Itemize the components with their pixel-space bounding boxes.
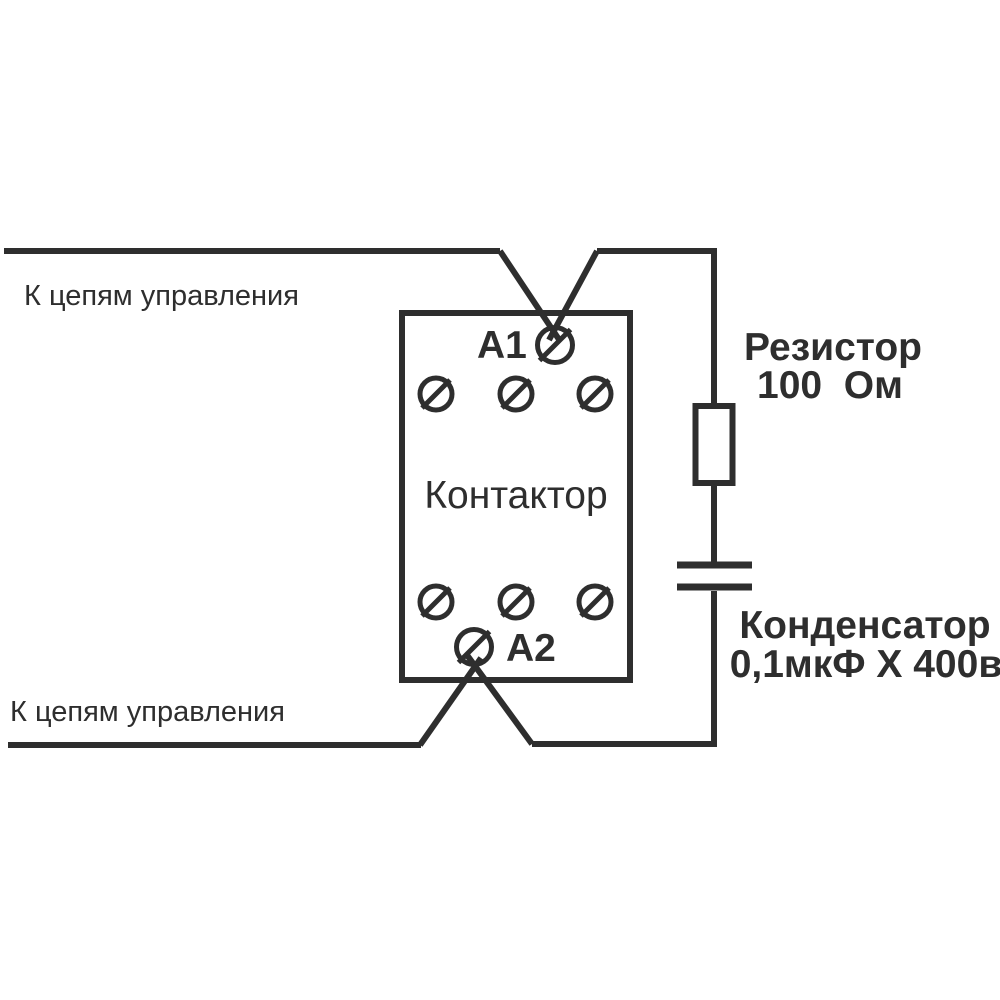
- wire-a2-diagonal-left: [417, 656, 484, 747]
- wire-a1-diagonal-right: [546, 249, 600, 342]
- screw-terminal-icon: [497, 375, 535, 413]
- wire-a1-diagonal-left: [497, 249, 563, 343]
- resistor-name-label: Резистор: [744, 326, 922, 369]
- capacitor-name-label: Конденсатор: [739, 604, 990, 647]
- wire-a2-diagonal-right: [464, 653, 535, 746]
- terminal-a1-label: А1: [477, 324, 527, 367]
- resistor-symbol: [692, 403, 736, 486]
- label-control-circuits-top: К цепям управления: [24, 280, 299, 312]
- screw-terminal-icon: [576, 583, 614, 621]
- wire-top-right-to-resistor: [597, 248, 717, 406]
- terminal-a2-label: А2: [506, 627, 556, 670]
- capacitor-value-label: 0,1мкФ Х 400в: [730, 643, 1000, 686]
- label-control-circuits-bottom: К цепям управления: [10, 696, 285, 728]
- resistor-value-label: 100 Ом: [757, 364, 903, 407]
- screw-terminal-icon: [497, 583, 535, 621]
- contactor-label: Контактор: [424, 474, 607, 517]
- screw-terminal-icon: [417, 375, 455, 413]
- screw-terminal-icon: [576, 375, 614, 413]
- wire-capacitor-bottom: [532, 591, 717, 747]
- screw-terminal-icon: [417, 583, 455, 621]
- terminal-a2-screw-icon: [454, 627, 494, 667]
